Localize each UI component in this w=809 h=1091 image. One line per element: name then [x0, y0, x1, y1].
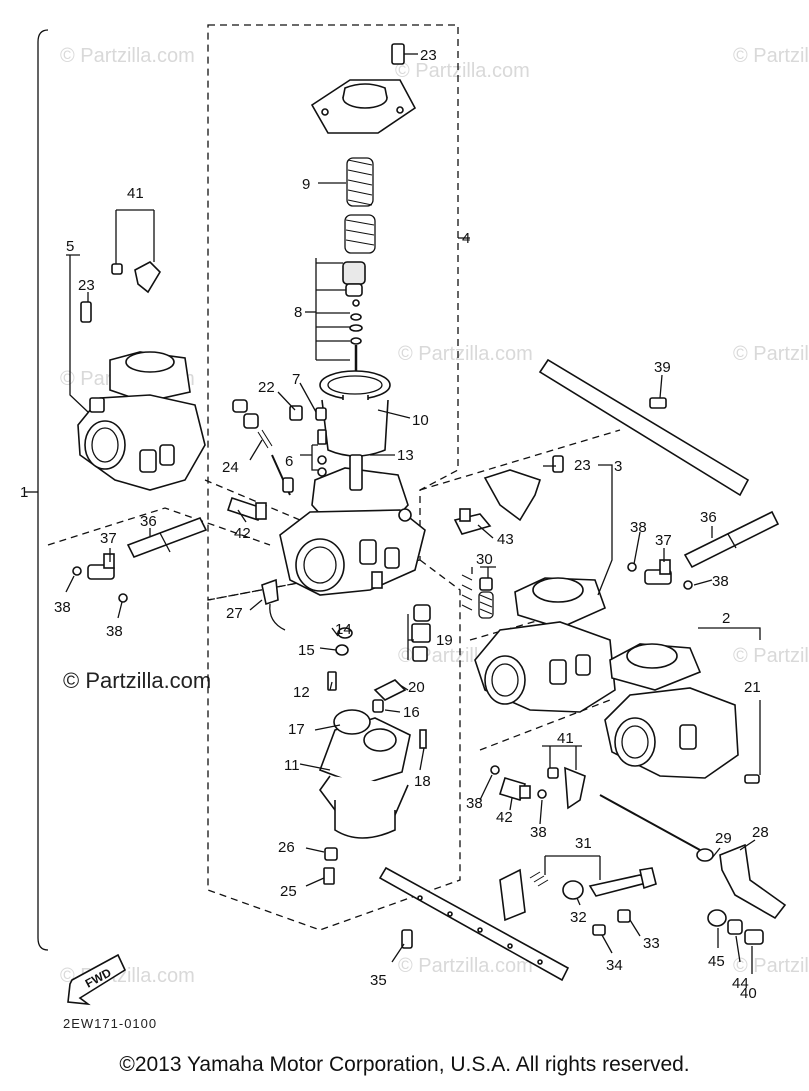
callout-45: 45: [708, 953, 725, 970]
callout-13: 13: [397, 447, 414, 464]
parts-30: [461, 574, 494, 619]
watermarks: © Partzilla.com © Partzilla.com © Partzi…: [60, 45, 809, 987]
diaphragm-slide-10: [319, 370, 391, 457]
callout-16: 16: [403, 704, 420, 721]
right-carburetor-3: [474, 455, 616, 713]
part-27: [261, 578, 286, 631]
tee-43: [453, 508, 492, 535]
callout-38: 38: [106, 623, 123, 640]
callout-1: 1: [20, 484, 28, 501]
callout-42: 42: [234, 525, 251, 542]
callout-2: 2: [722, 610, 730, 627]
center-carburetor-body: [279, 454, 426, 596]
callout-40: 40: [740, 985, 757, 1002]
callout-4: 4: [462, 230, 470, 247]
tee-37-right: [627, 559, 693, 590]
callout-29: 29: [715, 830, 732, 847]
watermark: © Partzilla.com: [733, 45, 809, 67]
callouts: 23 9 4 41 5 23 8 7 22 10 13 6 24 1 42 36…: [20, 47, 769, 1002]
jets-19-20: [327, 604, 431, 713]
diagram-code: 2EW171-0100: [63, 1016, 157, 1031]
callout-21: 21: [744, 679, 761, 696]
watermark: © Partzilla.com: [395, 60, 530, 82]
spring-9: [344, 157, 376, 254]
copyright-notice: ©2013 Yamaha Motor Corporation, U.S.A. A…: [119, 1053, 690, 1076]
callout-37: 37: [655, 532, 672, 549]
callout-12: 12: [293, 684, 310, 701]
callout-15: 15: [298, 642, 315, 659]
callout-24: 24: [222, 459, 239, 476]
callout-38: 38: [54, 599, 71, 616]
fitting-42-left: [226, 496, 267, 522]
hose-36-right: [683, 510, 780, 569]
callout-6: 6: [285, 453, 293, 470]
screw-assembly-24: [232, 399, 294, 496]
fittings-41-42: [490, 765, 586, 810]
parts-31-34: [499, 867, 657, 936]
float-bowl-11: [318, 709, 427, 885]
carb-top-cover: [310, 43, 417, 134]
callout-17: 17: [288, 721, 305, 738]
callout-35: 35: [370, 972, 387, 989]
small-parts-6-7-22: [289, 405, 327, 477]
callout-10: 10: [412, 412, 429, 429]
watermark: © Partzilla.com: [398, 955, 533, 977]
callout-22: 22: [258, 379, 275, 396]
watermark: © Partzilla.com: [60, 45, 195, 67]
callout-8: 8: [294, 304, 302, 321]
tee-37-left: [72, 553, 128, 603]
callout-43: 43: [497, 531, 514, 548]
callout-26: 26: [278, 839, 295, 856]
callout-19: 19: [436, 632, 453, 649]
bottom-bar-35: [378, 866, 570, 982]
bracket-bar-39: [538, 358, 750, 497]
watermark: © Partzilla.com: [398, 343, 533, 365]
callout-36: 36: [700, 509, 717, 526]
parts-40-44-45: [707, 909, 764, 945]
callout-9: 9: [302, 176, 310, 193]
callout-25: 25: [280, 883, 297, 900]
callout-36: 36: [140, 513, 157, 530]
callout-11: 11: [284, 757, 300, 774]
callout-39: 39: [654, 359, 671, 376]
callout-20: 20: [408, 679, 425, 696]
needle-parts-8: [342, 261, 366, 372]
watermark: © Partzilla.com: [733, 343, 809, 365]
watermark: © Partzilla.com: [733, 955, 809, 977]
callout-23: 23: [78, 277, 95, 294]
callout-33: 33: [643, 935, 660, 952]
watermark: © Partzilla.com: [733, 645, 809, 667]
callout-38: 38: [466, 795, 483, 812]
callout-28: 28: [752, 824, 769, 841]
callout-38: 38: [530, 824, 547, 841]
callout-38: 38: [630, 519, 647, 536]
callout-30: 30: [476, 551, 493, 568]
right-carburetor-2: [604, 643, 760, 784]
callout-18: 18: [414, 773, 431, 790]
callout-5: 5: [66, 238, 74, 255]
callout-3: 3: [614, 458, 622, 475]
callout-38: 38: [712, 573, 729, 590]
callout-44: 44: [732, 975, 749, 992]
callout-41: 41: [127, 185, 144, 202]
callout-7: 7: [292, 371, 300, 388]
bracket-assembly-1: [24, 29, 49, 951]
left-carburetor: [77, 261, 206, 491]
callout-32: 32: [570, 909, 587, 926]
hose-36-left: [126, 516, 208, 559]
callout-42: 42: [496, 809, 513, 826]
callout-14: 14: [335, 621, 352, 638]
callout-34: 34: [606, 957, 623, 974]
callout-27: 27: [226, 605, 243, 622]
leader-lines: [65, 53, 761, 974]
callout-41: 41: [557, 730, 574, 747]
callout-31: 31: [575, 835, 592, 852]
callout-23: 23: [420, 47, 437, 64]
linkage-28-29: [599, 794, 787, 920]
callout-37: 37: [100, 530, 117, 547]
watermark-main: © Partzilla.com: [63, 668, 211, 693]
float-bowl-boundary: [207, 559, 461, 931]
callout-23: 23: [574, 457, 591, 474]
